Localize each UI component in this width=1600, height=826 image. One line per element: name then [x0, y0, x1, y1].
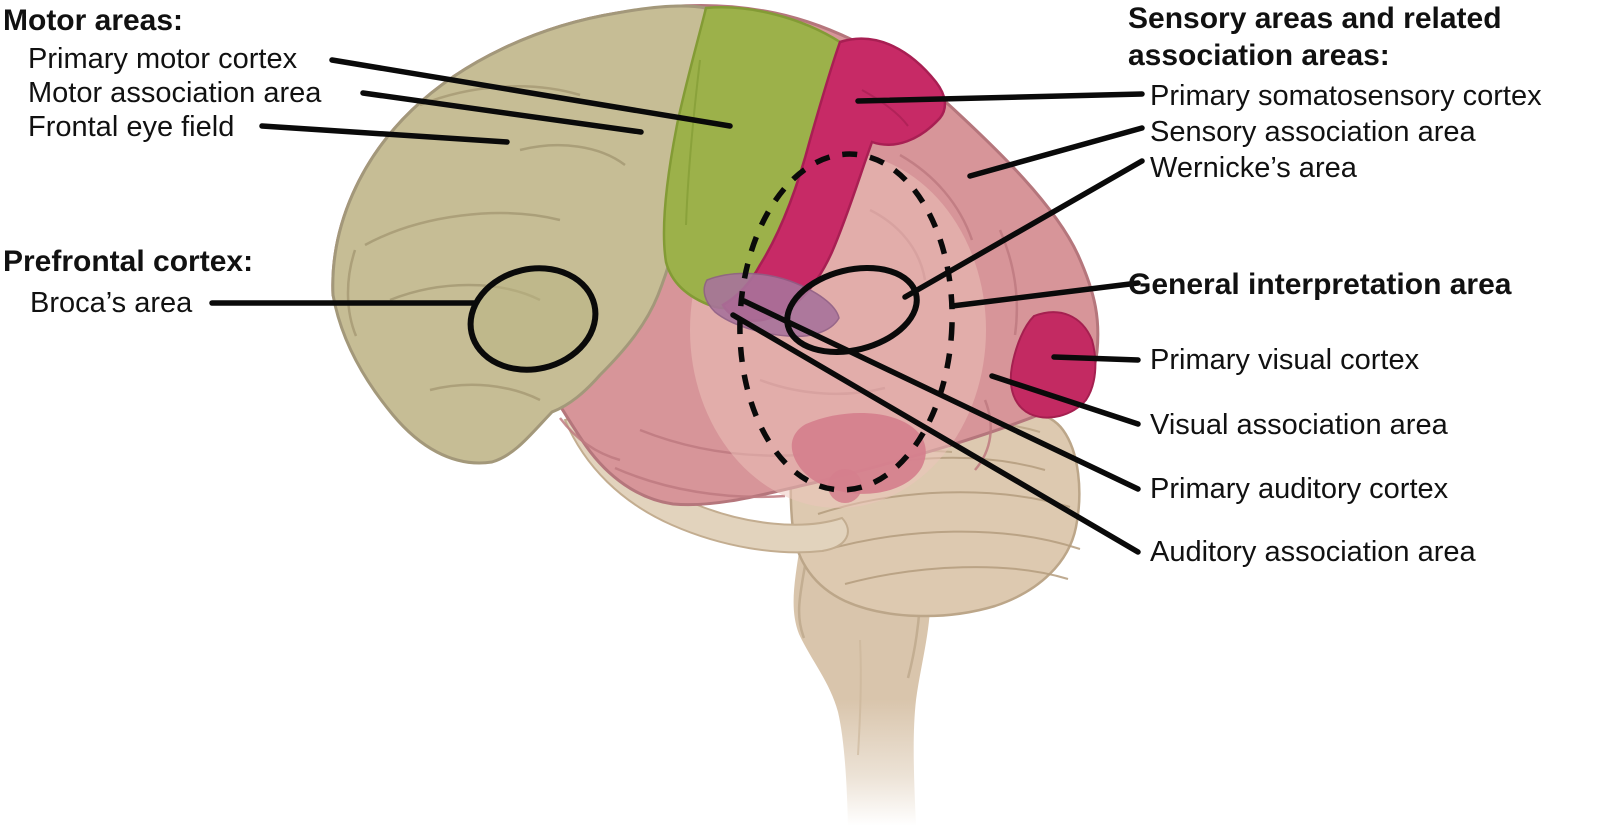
crimson-fold — [861, 89, 909, 127]
label-motor-association-area: Motor association area — [28, 77, 322, 109]
leader-visual-association — [989, 373, 1141, 427]
auditory-association-lobe — [828, 469, 862, 503]
leader-frontal-eye-field — [259, 123, 510, 145]
label-primary-somatosensory-cortex: Primary somatosensory cortex — [1150, 80, 1542, 112]
sensory-areas-heading: Sensory areas and related association ar… — [1128, 2, 1502, 72]
sensory-areas-items: Primary somatosensory cortex Sensory ass… — [1150, 78, 1542, 186]
label-general-interpretation-area: General interpretation area — [1128, 268, 1512, 301]
leader-primary-somatosensory — [855, 91, 1145, 104]
label-wernicke-area: Wernicke’s area — [1150, 152, 1357, 184]
green-fold — [685, 59, 701, 226]
broca-area-outline — [467, 265, 599, 373]
motor-areas-heading: Motor areas: — [3, 4, 184, 37]
leader-motor-association — [360, 90, 644, 135]
wernicke-area-outline — [784, 265, 920, 355]
label-sensory-association-area: Sensory association area — [1150, 116, 1476, 148]
auditory-association-region — [791, 413, 926, 494]
leader-lines — [209, 57, 1145, 555]
label-primary-auditory-cortex: Primary auditory cortex — [1150, 473, 1449, 505]
label-primary-motor-cortex: Primary motor cortex — [28, 43, 298, 75]
leader-general-interpretation — [949, 280, 1141, 309]
label-primary-visual-cortex: Primary visual cortex — [1150, 344, 1420, 376]
leader-wernicke — [902, 158, 1145, 300]
prefrontal-cortex-heading: Prefrontal cortex: — [3, 245, 254, 278]
label-visual-association-area: Visual association area — [1150, 409, 1448, 441]
leader-auditory-association — [730, 312, 1141, 555]
label-broca-area: Broca’s area — [30, 287, 193, 319]
leader-primary-visual — [1051, 354, 1141, 363]
label-auditory-association-area: Auditory association area — [1150, 536, 1476, 568]
general-interpretation-outline — [737, 151, 955, 493]
leader-primary-motor — [329, 57, 733, 129]
leader-sensory-association — [967, 125, 1145, 179]
motor-areas-items: Primary motor cortex Motor association a… — [28, 42, 321, 144]
label-frontal-eye-field: Frontal eye field — [28, 111, 235, 143]
leader-primary-auditory — [741, 298, 1141, 492]
